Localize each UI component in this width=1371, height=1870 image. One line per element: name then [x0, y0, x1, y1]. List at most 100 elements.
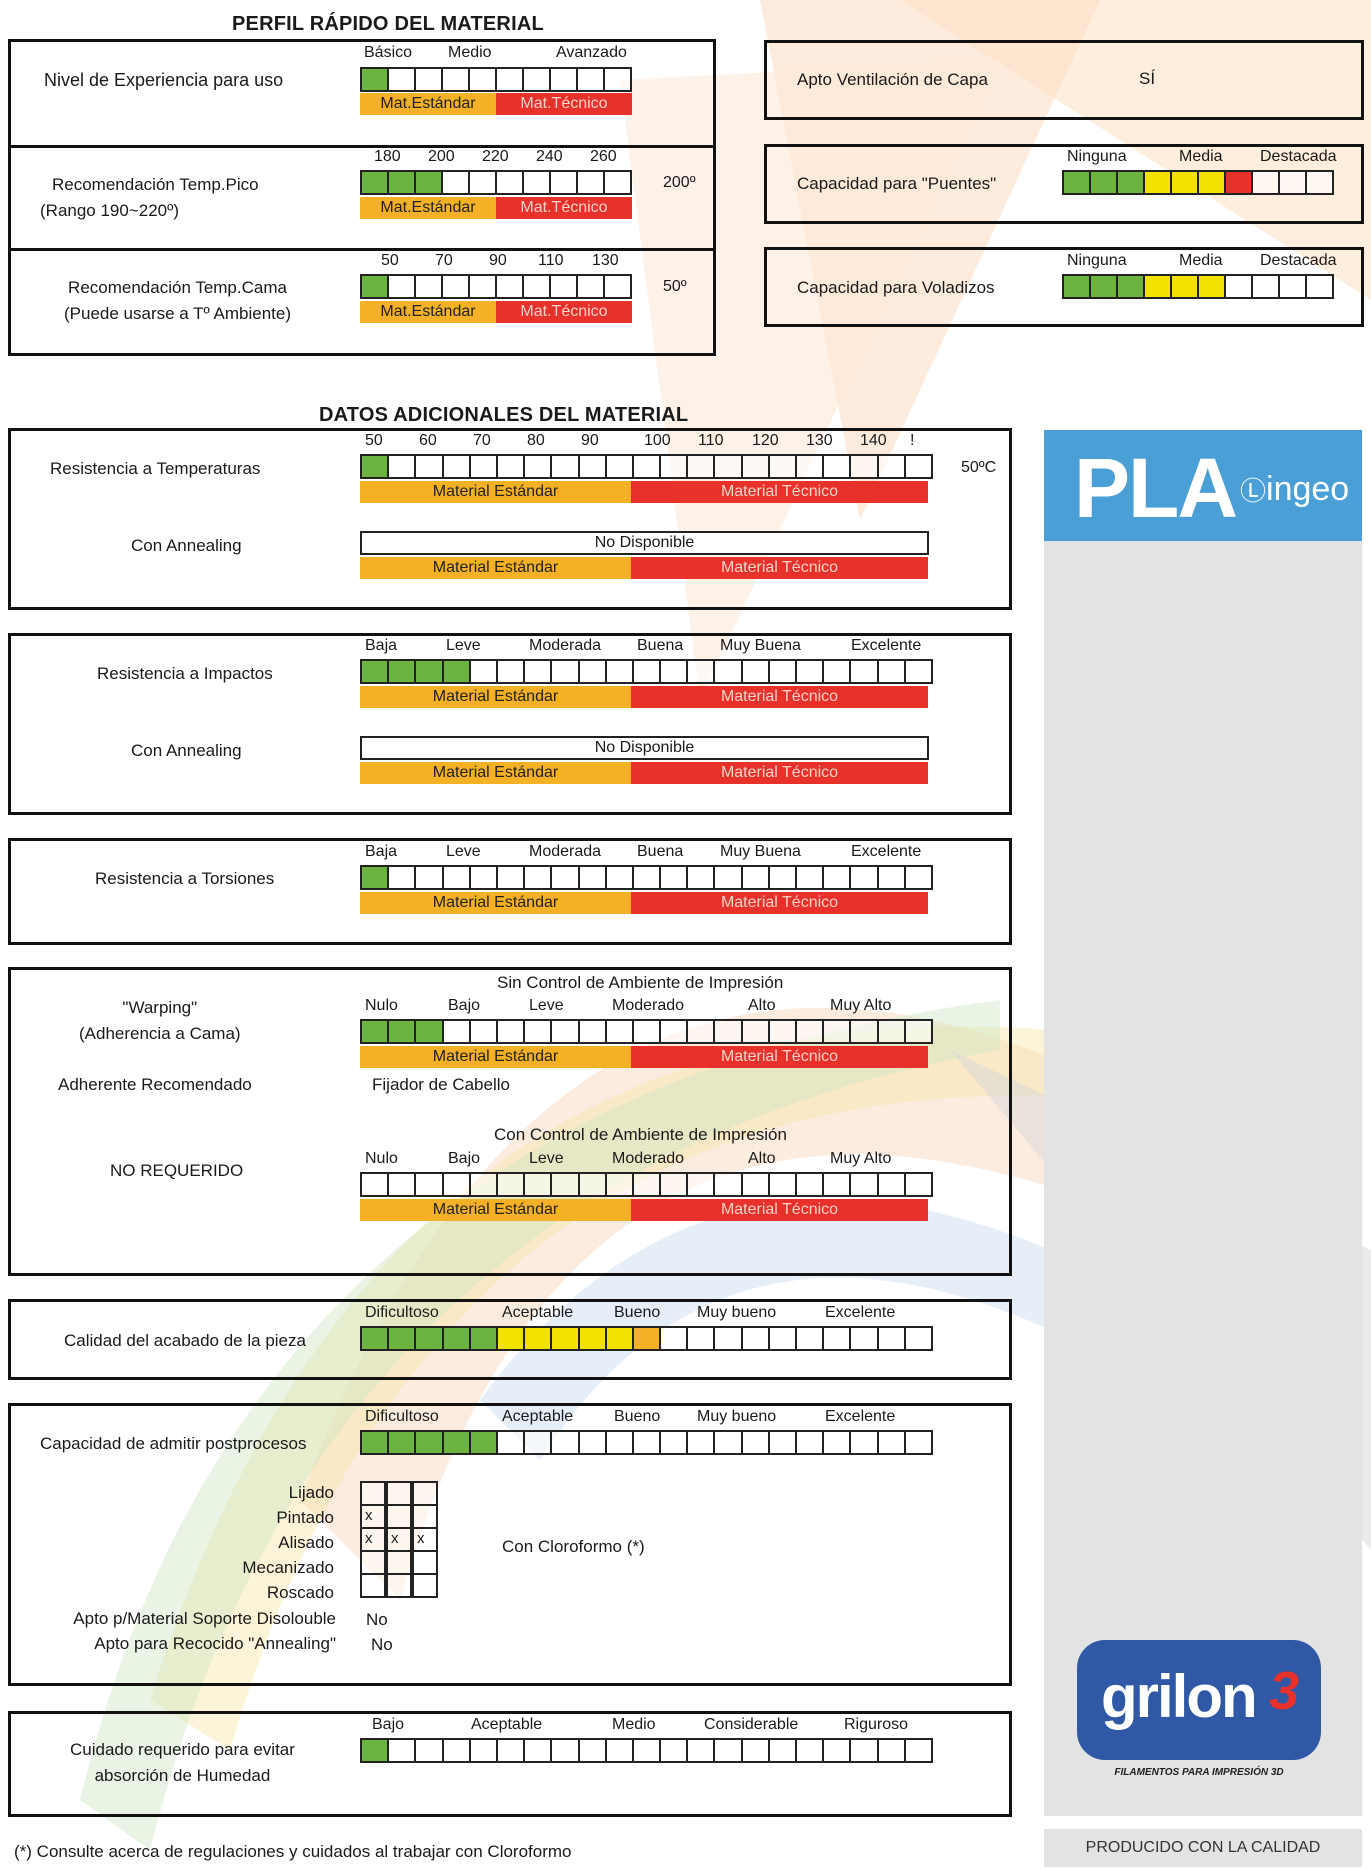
scale-cell — [903, 1019, 933, 1044]
scale-cell — [604, 865, 634, 890]
scale-cell — [414, 1326, 444, 1351]
scale-cell — [740, 865, 770, 890]
experience-label: Nivel de Experiencia para uso — [44, 70, 284, 90]
scale-cell — [686, 1738, 716, 1763]
post-process-scale — [360, 1430, 933, 1455]
scale-cell — [767, 454, 797, 479]
post-process-cell — [412, 1550, 438, 1575]
scale-cell — [550, 1019, 580, 1044]
grilon-logo-number: 3 — [1269, 1661, 1300, 1721]
post-process-ticks: Dificultoso Aceptable Bueno Muy bueno Ex… — [365, 1408, 896, 1425]
temp-annealing-label: Con Annealing — [131, 536, 242, 555]
scale-cell — [360, 67, 389, 92]
scale-cell — [849, 454, 879, 479]
humidity-box — [8, 1711, 1012, 1817]
scale-cell — [876, 1172, 906, 1197]
scale-cell — [441, 1738, 471, 1763]
quick-profile-title: PERFIL RÁPIDO DEL MATERIAL — [232, 13, 544, 35]
temp-resistance-box — [8, 428, 1012, 610]
scale-cell — [903, 1738, 933, 1763]
warping-box — [8, 967, 1012, 1276]
scale-cell — [1062, 170, 1091, 195]
scale-cell — [468, 454, 498, 479]
post-process-cell: x — [360, 1504, 386, 1529]
scale-cell — [631, 1019, 662, 1044]
scale-cell — [686, 1430, 716, 1455]
scale-cell — [631, 659, 662, 684]
scale-cell — [1143, 274, 1172, 299]
scale-cell — [604, 454, 634, 479]
scale-cell — [876, 659, 906, 684]
scale-cell — [604, 659, 634, 684]
scale-cell — [387, 1430, 417, 1455]
post-process-cell: x — [360, 1527, 386, 1552]
post-process-cell — [412, 1573, 438, 1598]
scale-cell — [822, 1326, 852, 1351]
impact-category-bar: Material Estándar Material Técnico — [360, 686, 928, 708]
temp-cama-box — [8, 248, 716, 356]
scale-cell — [795, 659, 825, 684]
scale-cell — [849, 659, 879, 684]
temp-cama-value: 50º — [663, 278, 687, 295]
experience-ticks: Básico Medio Avanzado — [364, 44, 627, 61]
scale-cell — [523, 1172, 553, 1197]
scale-cell — [604, 1326, 634, 1351]
produced-quality-banner: PRODUCIDO CON LA CALIDAD — [1044, 1829, 1362, 1867]
scale-cell — [387, 454, 417, 479]
scale-cell — [686, 865, 716, 890]
scale-cell — [903, 865, 933, 890]
impact-annealing-unavailable: No Disponible — [360, 736, 929, 760]
scale-cell — [631, 454, 662, 479]
scale-cell — [903, 1172, 933, 1197]
grilon3-logo: grilon 3 — [1077, 1640, 1321, 1760]
scale-cell — [468, 1019, 498, 1044]
scale-cell — [849, 1172, 879, 1197]
temp-pico-scale — [360, 170, 632, 195]
scale-cell — [822, 1172, 852, 1197]
scale-cell — [576, 170, 605, 195]
annealing-suitable-label: Apto para Recocido "Annealing" — [94, 1634, 336, 1653]
grilon-tagline: FILAMENTOS PARA IMPRESIÓN 3D — [1114, 1767, 1284, 1778]
scale-cell — [468, 170, 497, 195]
scale-cell — [659, 659, 689, 684]
scale-cell — [360, 1326, 390, 1351]
scale-cell — [1305, 170, 1334, 195]
post-process-row-lijado: Lijado — [288, 1483, 334, 1502]
scale-cell — [631, 1326, 662, 1351]
scale-cell — [387, 274, 416, 299]
scale-cell — [795, 865, 825, 890]
scale-cell — [795, 1430, 825, 1455]
temp-resistance-value: 50ºC — [961, 459, 997, 476]
scale-cell — [659, 1430, 689, 1455]
scale-cell — [550, 1738, 580, 1763]
scale-cell — [659, 1172, 689, 1197]
scale-cell — [1062, 274, 1091, 299]
post-process-cell — [360, 1550, 386, 1575]
scale-cell — [414, 1430, 444, 1455]
scale-cell — [604, 1738, 634, 1763]
scale-cell — [713, 1326, 743, 1351]
bridges-box — [764, 144, 1364, 224]
scale-cell — [849, 865, 879, 890]
extra-data-title: DATOS ADICIONALES DEL MATERIAL — [319, 404, 689, 426]
warping-scale — [360, 1019, 933, 1044]
scale-cell — [577, 1738, 607, 1763]
overhangs-label: Capacidad para Voladizos — [797, 278, 995, 297]
scale-cell — [387, 170, 416, 195]
scale-cell — [795, 1326, 825, 1351]
scale-cell — [522, 274, 551, 299]
scale-cell — [360, 865, 390, 890]
temp-pico-category-bar: Mat.Estándar Mat.Técnico — [360, 197, 632, 219]
scale-cell — [822, 659, 852, 684]
scale-cell — [495, 1738, 526, 1763]
post-process-row-roscado: Roscado — [266, 1583, 334, 1602]
scale-cell — [631, 1430, 662, 1455]
scale-cell — [360, 1019, 390, 1044]
adherent-value: Fijador de Cabello — [372, 1075, 510, 1094]
grilon-logo-text: grilon — [1101, 1663, 1258, 1730]
scale-cell — [604, 1430, 634, 1455]
scale-cell — [441, 1019, 471, 1044]
experience-scale — [360, 67, 632, 92]
post-process-box — [8, 1403, 1012, 1686]
scale-cell — [577, 1172, 607, 1197]
